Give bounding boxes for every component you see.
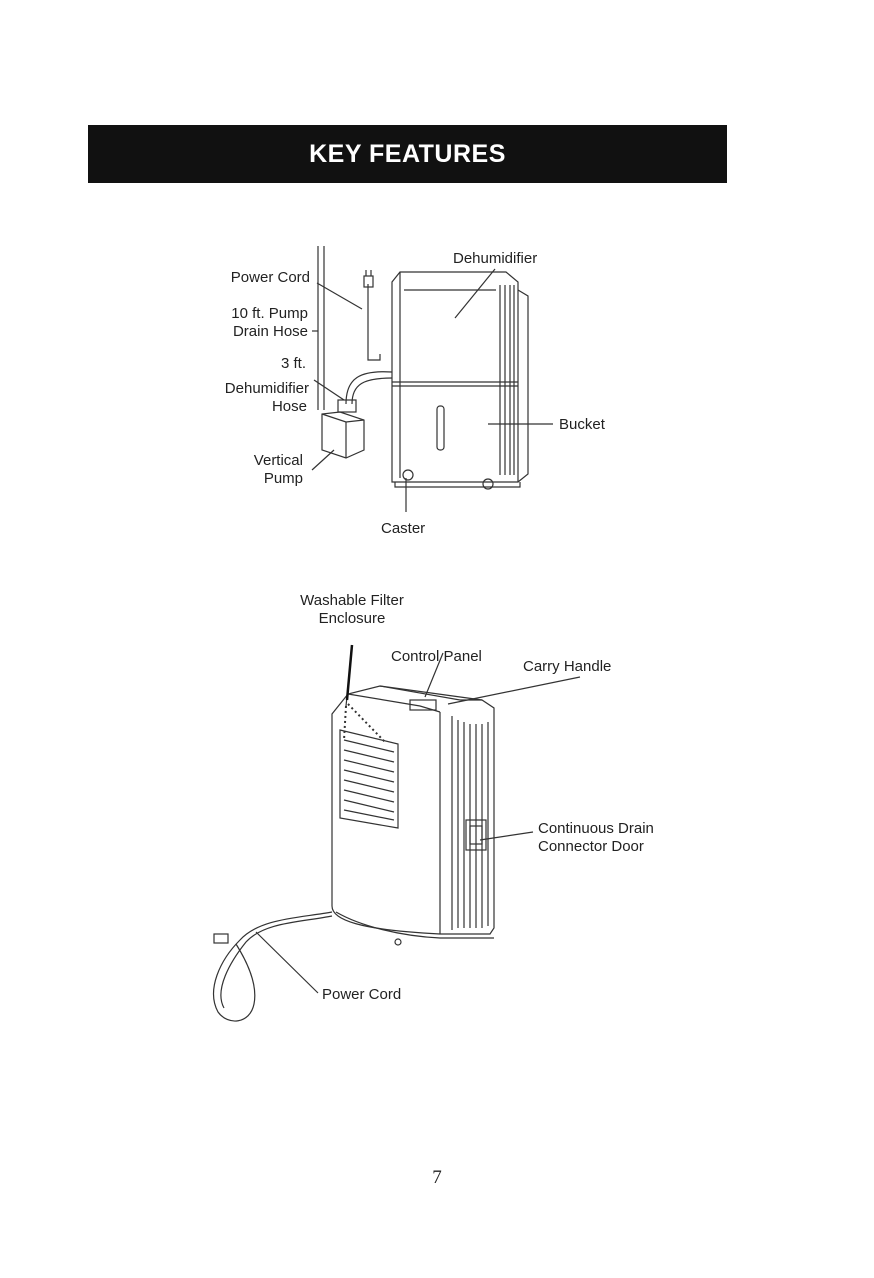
label-dehumidifier-hose-line2: Dehumidifier [224,380,309,397]
label-vertical-pump-line1: Vertical [253,452,303,469]
label-bucket: Bucket [559,416,605,433]
label-filter-line1: Washable Filter [300,592,404,609]
label-carry-handle: Carry Handle [523,658,612,675]
label-dehumidifier-hose-line1: 3 ft. [280,355,306,372]
key-features-banner: KEY FEATURES [88,125,727,183]
label-power-cord-rear: Power Cord [322,986,402,1003]
label-caster: Caster [381,520,426,537]
dehumidifier-rear-drawing [213,647,581,1022]
label-drain-door-line2: Connector Door [538,838,644,855]
page-title: KEY FEATURES [309,139,506,168]
label-dehumidifier-hose-line3: Hose [271,398,307,415]
label-power-cord: Power Cord [230,269,310,286]
label-pump-drain-hose-line1: 10 ft. Pump [231,305,308,322]
label-vertical-pump-line2: Pump [263,470,303,487]
label-drain-door-line1: Continuous Drain [538,820,654,837]
dehumidifier-front-drawing [311,246,553,512]
label-filter-line2: Enclosure [318,610,386,627]
page-number: 7 [432,1167,442,1188]
label-pump-drain-hose-line2: Drain Hose [232,323,308,340]
label-control-panel: Control Panel [391,648,482,665]
label-dehumidifier: Dehumidifier [453,250,538,267]
